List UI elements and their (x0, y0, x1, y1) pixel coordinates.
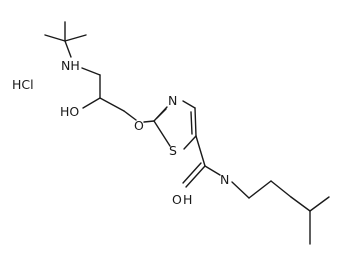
amide-hydrogen-label: H (183, 192, 192, 207)
thiazole-sulfur-label: S (169, 143, 177, 158)
amide-bonds (182, 135, 221, 188)
hcl-label: HCl (12, 77, 34, 92)
thiazole-ring-bonds (153, 100, 197, 150)
propanol-chain-bonds (81, 67, 137, 121)
hydroxyl-label: HO (60, 104, 79, 119)
isoheptyl-chain-bonds (231, 180, 330, 245)
carbonyl-oxygen-label: O (172, 192, 182, 207)
nh-label: NH (61, 58, 80, 73)
tert-butyl-bonds (44, 21, 87, 58)
thiazole-nitrogen-label: N (168, 93, 177, 108)
ether-bond (143, 120, 155, 123)
ether-oxygen-label: O (134, 118, 144, 133)
amide-nitrogen-label: N (220, 172, 229, 187)
